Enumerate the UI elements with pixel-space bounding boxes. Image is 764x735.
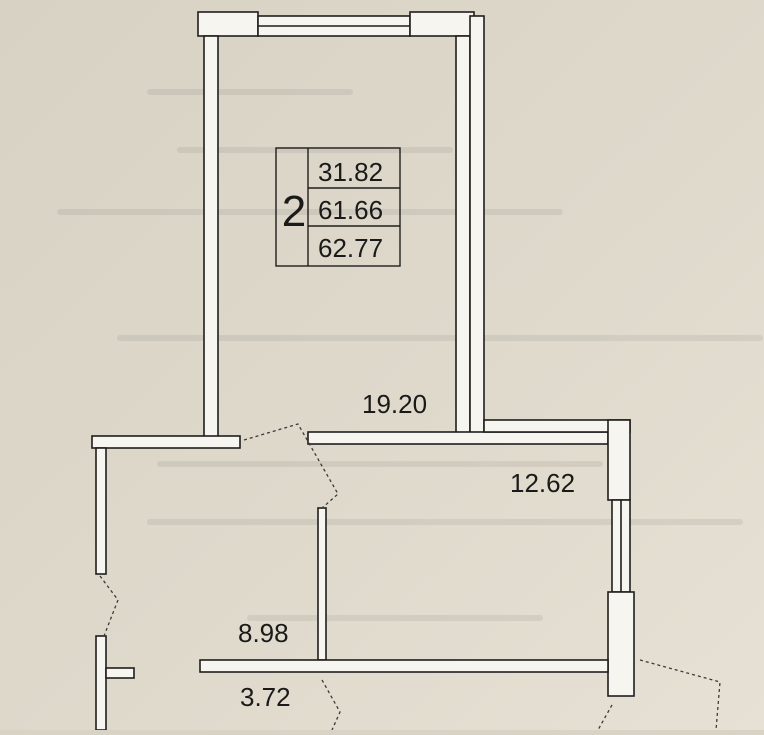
living-area-value: 31.82	[318, 157, 383, 187]
door-swing-balcony	[639, 659, 721, 731]
wall-bottom	[199, 659, 609, 673]
wall-right-lower	[607, 591, 635, 697]
area-legend: 2 31.82 61.66 62.77	[275, 147, 401, 267]
wall-partition	[317, 507, 327, 661]
door-swing-main	[243, 423, 339, 509]
wall-mid-right	[307, 431, 609, 445]
wall-right-upper	[607, 419, 631, 501]
rooms-count-label: 2	[282, 187, 306, 236]
door-swings	[99, 423, 721, 731]
walls	[91, 11, 635, 731]
wall-hall-left-lower	[95, 635, 107, 731]
total-area-with-balcony-value: 62.77	[318, 233, 383, 263]
wall-right-outer	[469, 15, 485, 435]
door-swing-lower	[597, 704, 613, 731]
wall-right-inner	[455, 35, 471, 435]
wall-left-long	[203, 35, 219, 439]
bleed-through-text	[57, 89, 763, 621]
door-swing-bathroom	[321, 679, 341, 731]
door-swing-entrance	[99, 575, 119, 637]
room-area-label-right: 12.62	[510, 468, 575, 498]
wall-hall-stub	[105, 667, 135, 679]
wall-top-left	[197, 11, 259, 37]
room-area-label-bathroom: 3.72	[240, 682, 291, 712]
room-area-label-large: 19.20	[362, 389, 427, 419]
wall-hall-left-upper	[95, 447, 107, 575]
total-area-value: 61.66	[318, 195, 383, 225]
room-area-label-hallway: 8.98	[238, 618, 289, 648]
wall-mid-left	[91, 435, 241, 449]
wall-top-right	[409, 11, 475, 37]
